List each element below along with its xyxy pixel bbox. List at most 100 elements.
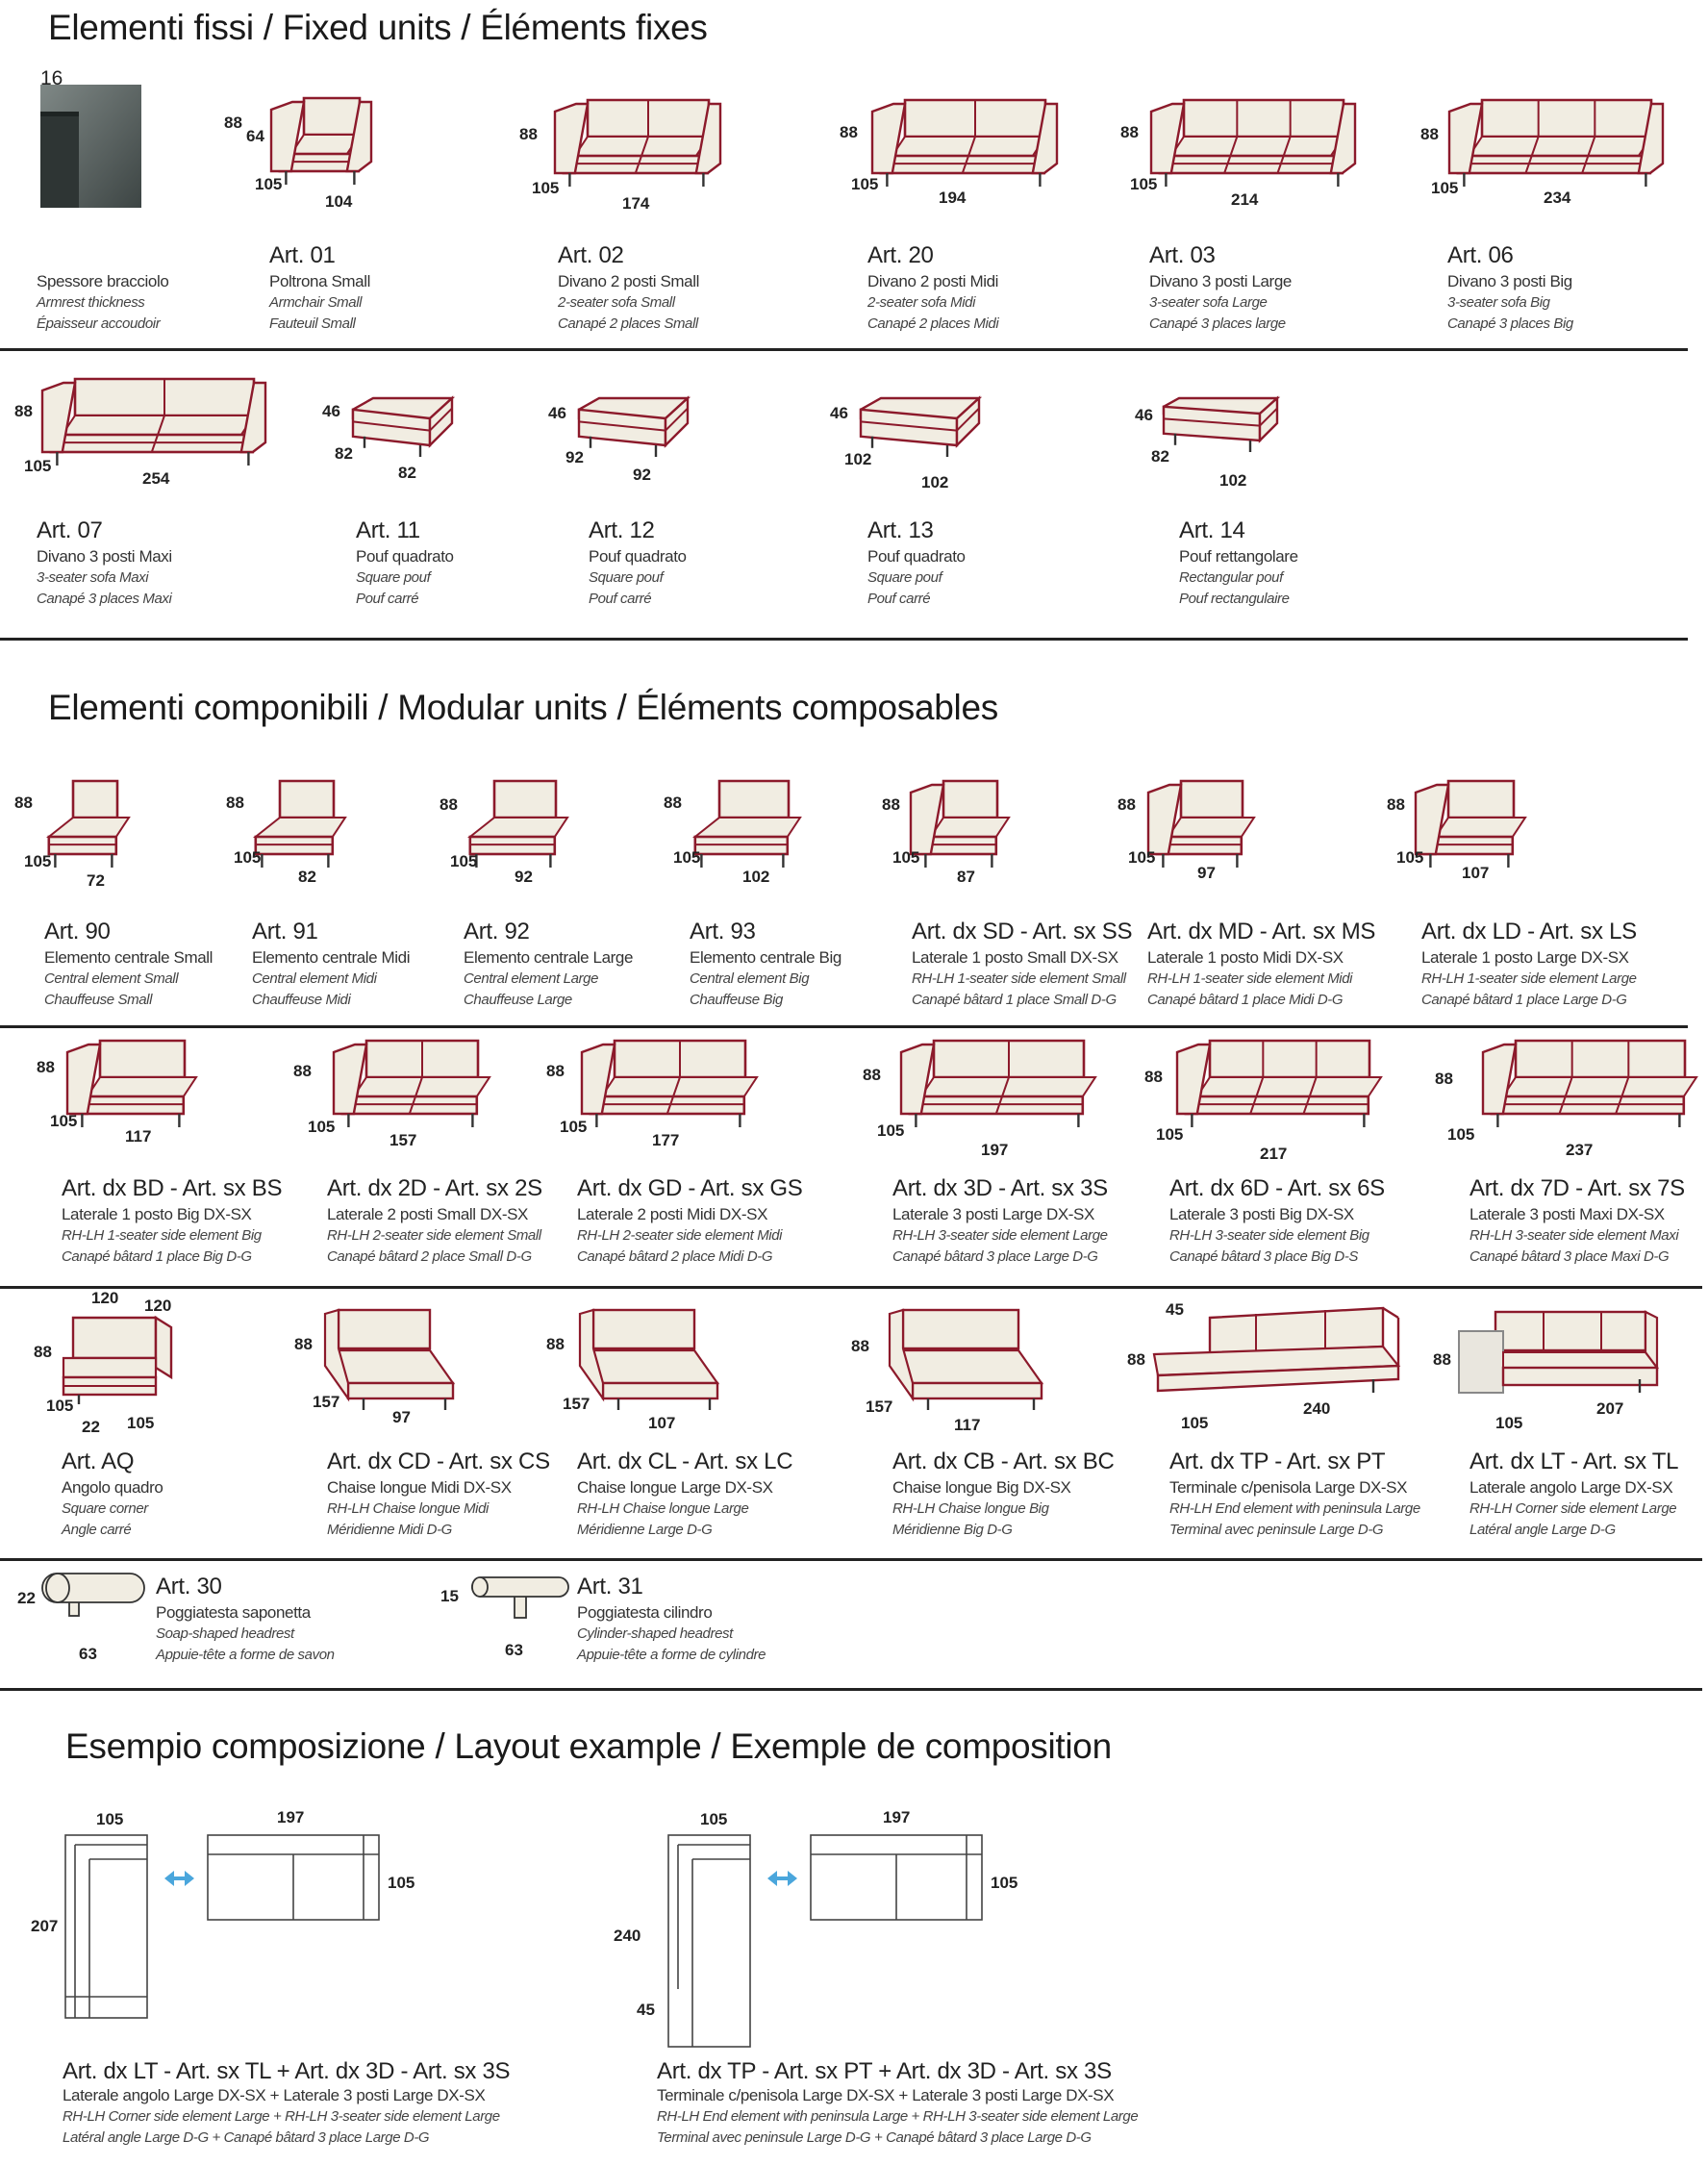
description-it: Laterale 3 posti Maxi DX-SX bbox=[1469, 1205, 1665, 1223]
dimension-label: 88 bbox=[851, 1337, 869, 1355]
dimension-label: 102 bbox=[921, 473, 949, 491]
divider bbox=[0, 1025, 1688, 1028]
description-fr: Latéral angle Large D-G bbox=[1469, 1522, 1616, 1538]
article-drawing bbox=[870, 96, 1065, 198]
description-en: Square pouf bbox=[867, 569, 942, 586]
dimension-label: 194 bbox=[939, 189, 967, 207]
description-fr: Chauffeuse Big bbox=[690, 992, 783, 1008]
dimension-label: 240 bbox=[1303, 1399, 1331, 1418]
article-drawing bbox=[460, 777, 575, 879]
dimension-label: 105 bbox=[46, 1397, 74, 1415]
dimension-label: 82 bbox=[335, 444, 353, 463]
description-en: Cylinder-shaped headrest bbox=[577, 1625, 733, 1642]
article-drawing bbox=[909, 777, 1017, 879]
dimension-label: 88 bbox=[863, 1066, 881, 1084]
description-en: Square corner bbox=[62, 1500, 148, 1517]
description-fr: Appuie-tête a forme de savon bbox=[156, 1647, 335, 1663]
layout-2-plan-drawing bbox=[667, 1834, 1024, 2056]
description-en: Central element Big bbox=[690, 970, 810, 987]
description-it: Pouf quadrato bbox=[356, 547, 454, 566]
description-fr: Canapé bâtard 1 place Small D-G bbox=[912, 992, 1117, 1008]
divider bbox=[0, 1558, 1702, 1561]
description-fr: Canapé bâtard 2 place Midi D-G bbox=[577, 1248, 773, 1265]
article-drawing bbox=[332, 1037, 497, 1139]
dimension-label: 88 bbox=[882, 795, 900, 814]
article-code: Art. 31 bbox=[577, 1574, 643, 1599]
description-fr: Chauffeuse Large bbox=[464, 992, 572, 1008]
fixed-units-title: Elementi fissi / Fixed units / Éléments … bbox=[48, 8, 708, 47]
description-en: RH-LH 1-seater side element Midi bbox=[1147, 970, 1353, 987]
article-drawing bbox=[1149, 96, 1363, 198]
dimension-label: 88 bbox=[293, 1062, 312, 1080]
article-drawing bbox=[1457, 1298, 1678, 1404]
dimension-label: 207 bbox=[1596, 1399, 1624, 1418]
dimension-label: 82 bbox=[398, 464, 416, 482]
dimension-label: 22 bbox=[17, 1589, 36, 1607]
article-code: Art. AQ bbox=[62, 1448, 135, 1474]
description-fr: Canapé 3 places Maxi bbox=[37, 591, 172, 607]
article-code: Art. 13 bbox=[867, 517, 934, 543]
dimension-label: 214 bbox=[1231, 190, 1259, 209]
description-it: Laterale 1 posto Large DX-SX bbox=[1421, 948, 1629, 967]
layout-1-dim-depth: 105 bbox=[96, 1810, 124, 1828]
description-fr: Terminal avec peninsule Large D-G bbox=[1169, 1522, 1384, 1538]
description-it: Divano 3 posti Big bbox=[1447, 272, 1572, 290]
description-fr: Méridienne Midi D-G bbox=[327, 1522, 452, 1538]
article-code: Art. dx BD - Art. sx BS bbox=[62, 1175, 283, 1201]
article-drawing bbox=[1414, 777, 1533, 879]
layout-1-label-it: Laterale angolo Large DX-SX + Laterale 3… bbox=[63, 2086, 486, 2104]
divider bbox=[0, 1286, 1702, 1289]
description-en: Square pouf bbox=[589, 569, 664, 586]
dimension-label: 46 bbox=[830, 404, 848, 422]
description-en: 3-seater sofa Big bbox=[1447, 294, 1550, 311]
article-code: Art. 11 bbox=[356, 517, 420, 543]
modular-units-title: Elementi componibili / Modular units / É… bbox=[48, 688, 998, 727]
dimension-label: 46 bbox=[548, 404, 566, 422]
article-code: Art. 20 bbox=[867, 242, 934, 268]
dimension-label: 120 bbox=[91, 1289, 119, 1307]
article-code: Art. 12 bbox=[589, 517, 655, 543]
dimension-label: 105 bbox=[851, 175, 879, 193]
article-code: Art. 07 bbox=[37, 517, 103, 543]
article-code: Art. 06 bbox=[1447, 242, 1514, 268]
dimension-label: 105 bbox=[24, 852, 52, 870]
dimension-label: 88 bbox=[1435, 1070, 1453, 1088]
description-en: RH-LH Corner side element Large bbox=[1469, 1500, 1677, 1517]
description-fr: Canapé 3 places large bbox=[1149, 315, 1286, 332]
description-en: Soap-shaped headrest bbox=[156, 1625, 294, 1642]
description-it: Chaise longue Midi DX-SX bbox=[327, 1478, 512, 1497]
dimension-label: 88 bbox=[546, 1062, 565, 1080]
description-fr: Chauffeuse Small bbox=[44, 992, 152, 1008]
description-it: Laterale 1 posto Big DX-SX bbox=[62, 1205, 252, 1223]
description-en: Rectangular pouf bbox=[1179, 569, 1283, 586]
description-en: RH-LH 2-seater side element Midi bbox=[577, 1227, 783, 1244]
dimension-label: 102 bbox=[742, 868, 770, 886]
description-fr: Canapé 3 places Big bbox=[1447, 315, 1573, 332]
dimension-label: 92 bbox=[515, 868, 533, 886]
dimension-label: 88 bbox=[1420, 125, 1439, 143]
dimension-label: 105 bbox=[234, 848, 262, 867]
dimension-label: 88 bbox=[546, 1335, 565, 1353]
description-fr: Appuie-tête a forme de cylindre bbox=[577, 1647, 766, 1663]
dimension-label: 157 bbox=[389, 1131, 417, 1149]
article-drawing bbox=[1162, 395, 1283, 460]
description-it: Chaise longue Large DX-SX bbox=[577, 1478, 773, 1497]
article-drawing bbox=[1481, 1037, 1704, 1139]
article-drawing bbox=[38, 777, 137, 879]
dimension-label: 82 bbox=[298, 868, 316, 886]
dimension-label: 105 bbox=[673, 848, 701, 867]
layout-2-dim-width: 197 bbox=[883, 1808, 911, 1826]
dimension-label: 88 bbox=[1144, 1068, 1163, 1086]
article-code: Art. dx GD - Art. sx GS bbox=[577, 1175, 803, 1201]
description-fr: Fauteuil Small bbox=[269, 315, 356, 332]
article-drawing bbox=[60, 1310, 175, 1406]
dimension-label: 88 bbox=[1433, 1350, 1451, 1369]
dimension-label: 105 bbox=[50, 1112, 78, 1130]
dimension-label: 105 bbox=[1130, 175, 1158, 193]
dimension-label: 117 bbox=[954, 1416, 981, 1434]
dimension-label: 105 bbox=[1156, 1125, 1184, 1144]
dimension-label: 105 bbox=[532, 179, 560, 197]
description-it: Poggiatesta saponetta bbox=[156, 1603, 311, 1622]
description-en: 2-seater sofa Small bbox=[558, 294, 675, 311]
dimension-label: 157 bbox=[866, 1398, 893, 1416]
